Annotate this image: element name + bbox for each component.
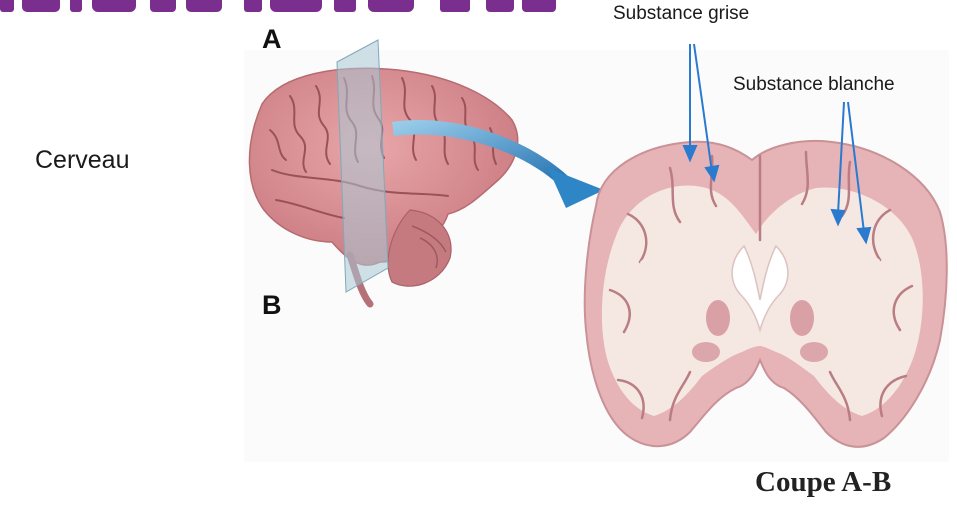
point-b-label: B [262,290,282,321]
point-a-label: A [262,24,282,55]
white-matter-label: Substance blanche [733,74,895,96]
section-caption: Coupe A-B [755,466,891,499]
grey-matter-label: Substance grise [613,3,749,25]
organ-label: Cerveau [35,146,130,175]
